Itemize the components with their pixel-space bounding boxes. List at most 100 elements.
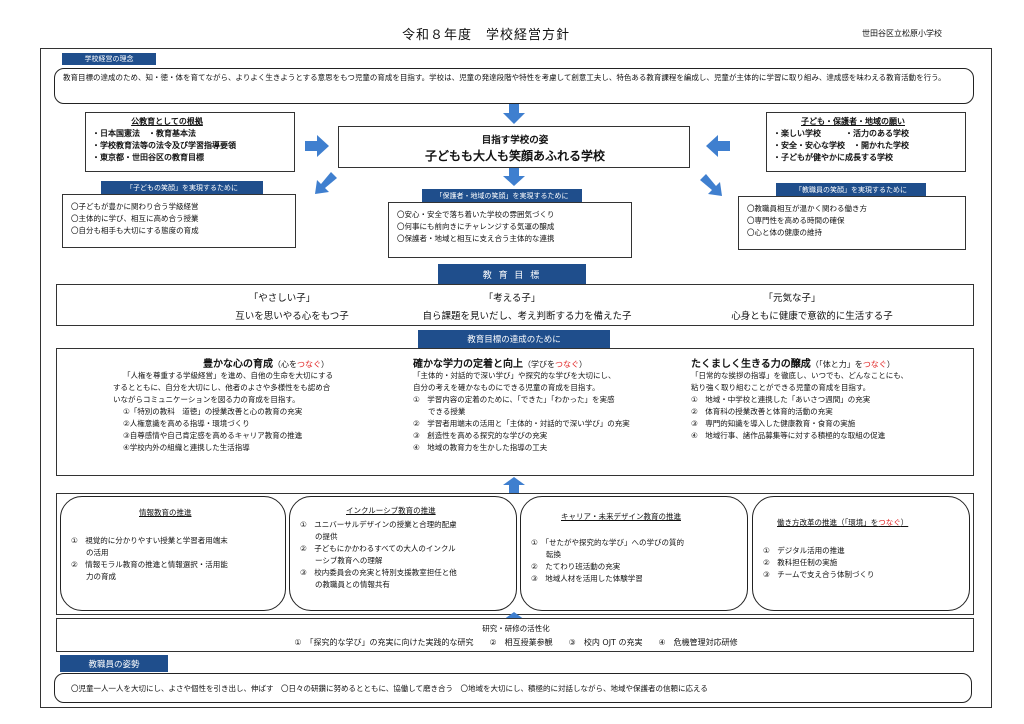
arrow-down-right-icon (700, 174, 722, 196)
basis-item: ・東京都・世田谷区の教育目標 (92, 153, 204, 162)
smile-children-item: 〇主体的に学び、相互に高め合う授業 (71, 214, 199, 223)
school-name: 世田谷区立松原小学校 (862, 29, 942, 38)
basis-item: ・学校教育法等の法令及び学習指導要領 (92, 141, 236, 150)
achieve-line: ④学校内外の組織と連携した生活指導 (123, 443, 250, 452)
achieve-line: いながらコミュニケーションを図る力の育成を目指す。 (113, 395, 300, 404)
staff-header: 教職員の姿勢 (60, 655, 168, 672)
smile-children-box: 〇子どもが豊かに関わり合う学級経営 〇主体的に学び、相互に高め合う授業 〇自分も… (62, 194, 296, 248)
smile-parents-item: 〇何事にも前向きにチャレンジする気運の醸成 (397, 222, 555, 231)
achieve-line: ④ 地域の教育力を生かした指導の工夫 (413, 443, 548, 452)
goal-desc: 心身ともに健康で意欲的に生活する子 (731, 311, 893, 322)
promo-title: 働き方改革の推進（「環境」をつなぐ） (777, 517, 908, 529)
staff-text: 〇児童一人一人を大切にし、よさや個性を引き出し、伸ばす 〇日々の研鑽に努めるとと… (71, 684, 708, 693)
achieve-line: ② 体育科の授業改善と体育的活動の充実 (691, 407, 833, 416)
arrow-down-icon (503, 168, 525, 186)
smile-staff-item: 〇専門性を高める時間の確保 (747, 216, 845, 225)
promo-item: ② たてわり班活動の充実 (531, 562, 621, 571)
achieve-col-sub: （「体と力」を (810, 360, 863, 369)
research-title: 研究・研修の活性化 (482, 624, 550, 633)
goal-name: 「やさしい子」 (248, 293, 316, 304)
achieve-line: ②人権意識を高める指導・環境づくり (123, 419, 250, 428)
connect-word: つなぐ (862, 360, 887, 369)
achieve-line: ② 学習者用端末の活用と「主体的・対話的で深い学び」の充実 (413, 419, 630, 428)
goal-name: 「考える子」 (483, 293, 541, 304)
promo-item: ーシブ教育への理解 (300, 556, 383, 565)
achieve-col-heart: 豊かな心の育成（心をつなぐ） 「人権を尊重する学級経営」を進め、自他の生命を大切… (113, 355, 413, 454)
promo-item: ① 視覚的に分かりやすい授業と学習者用端末 (71, 536, 228, 545)
goals-header: 教 育 目 標 (438, 264, 586, 284)
smile-parents-item: 〇安心・安全で落ち着いた学校の雰囲気づくり (397, 210, 555, 219)
wishes-item: ・楽しい学校 ・活力のある学校 (773, 129, 909, 138)
promo-item: の提供 (300, 532, 338, 541)
promo-title-text: 働き方改革の推進（「環境」を (777, 518, 879, 527)
basis-item: ・日本国憲法 ・教育基本法 (92, 129, 196, 138)
achieve-line: 「日常的な挨拶の指導」を徹底し、いつでも、どんなことにも、 (691, 371, 909, 380)
vision-box: 目指す学校の姿 子どもも大人も笑顔あふれる学校 (338, 126, 690, 168)
smile-parents-box: 〇安心・安全で落ち着いた学校の雰囲気づくり 〇何事にも前向きにチャレンジする気運… (388, 202, 632, 258)
promo-item: ② 教科担任制の実施 (763, 558, 838, 567)
smile-staff-item: 〇教職員相互が温かく関わる働き方 (747, 204, 867, 213)
smile-children-item: 〇子どもが豊かに関わり合う学級経営 (71, 202, 199, 211)
promo-workstyle: 働き方改革の推進（「環境」をつなぐ） ① デジタル活用の推進 ② 教科担任制の実… (752, 496, 970, 611)
vision-label: 目指す学校の姿 (481, 135, 549, 146)
outer-frame (40, 48, 992, 708)
promo-item: の教職員との情報共有 (300, 580, 390, 589)
promo-item: ③ 校内委員会の充実と特別支援教室担任と他 (300, 568, 457, 577)
smile-children-item: 〇自分も相手も大切にする態度の育成 (71, 226, 199, 235)
promo-item: ③ 地域人材を活用した体験学習 (531, 574, 643, 583)
achieve-col-sub: （学びを (523, 360, 555, 369)
promo-item: ① 「せたがや探究的な学び」への学びの質的 (531, 538, 684, 547)
achieve-line: ③ 創造性を高める探究的な学びの充実 (413, 431, 548, 440)
promo-item: 転換 (531, 550, 561, 559)
achieve-col-title: 豊かな心の育成 (203, 359, 273, 370)
promo-item: の活用 (71, 548, 109, 557)
promo-item: ② 情報モラル教育の推進と情報選択・活用能 (71, 560, 228, 569)
achieve-line: できる授業 (413, 407, 466, 416)
smile-children-header: 「子どもの笑顔」を実現するために (101, 181, 263, 194)
promo-inclusive: インクルーシブ教育の推進 ① ユニバーサルデザインの授業と合理的配慮 の提供 ②… (289, 496, 517, 611)
promo-title-text: ） (900, 518, 909, 527)
smile-staff-header: 「教職員の笑顔」を実現するために (776, 183, 926, 196)
goal-name: 「元気な子」 (763, 293, 821, 304)
achieve-line: するとともに、自分を大切にし、他者のよさや多様性をも認め合 (113, 383, 331, 392)
achieve-col-sub: ） (579, 360, 587, 369)
basis-title: 公教育としての根拠 (131, 117, 203, 126)
wishes-box: 子ども・保護者・地域の願い ・楽しい学校 ・活力のある学校 ・安全・安心な学校 … (766, 112, 966, 172)
achieve-col-sub: ） (886, 360, 895, 369)
basis-box: 公教育としての根拠 ・日本国憲法 ・教育基本法 ・学校教育法等の法令及び学習指導… (85, 112, 295, 172)
promo-item: ① デジタル活用の推進 (763, 546, 845, 555)
promo-title: 情報教育の推進 (139, 508, 192, 517)
achieve-line: ③自尊感情や自己肯定感を高めるキャリア教育の推進 (123, 431, 303, 440)
connect-word: つなぐ (555, 360, 579, 369)
achieve-col-strength: たくましく生きる力の醸成（「体と力」をつなぐ） 「日常的な挨拶の指導」を徹底し、… (691, 355, 971, 442)
arrow-right-icon (305, 135, 329, 157)
goals-box: 「やさしい子」 互いを思いやる心をもつ子 「考える子」 自ら課題を見いだし、考え… (56, 284, 974, 326)
wishes-item: ・安全・安心な学校 ・開かれた学校 (773, 141, 909, 150)
achieve-line: ①「特別の教科 道徳」の授業改善と心の教育の充実 (123, 407, 303, 416)
philosophy-text: 教育目標の達成のため、知・徳・体を育てながら、よりよく生きようとする意思をもつ児… (63, 73, 946, 82)
promo-info: 情報教育の推進 ① 視覚的に分かりやすい授業と学習者用端末 の活用 ② 情報モラ… (60, 496, 286, 611)
staff-box: 〇児童一人一人を大切にし、よさや個性を引き出し、伸ばす 〇日々の研鑽に努めるとと… (54, 673, 972, 703)
vision-text: 子どもも大人も笑顔あふれる学校 (424, 149, 605, 163)
achieve-col-sub: （心を (273, 360, 297, 369)
achieve-line: ④ 地域行事、諸作品募集等に対する積極的な取組の促進 (691, 431, 886, 440)
smile-parents-item: 〇保護者・地域と相互に支え合う主体的な連携 (397, 234, 555, 243)
promo-item: ① ユニバーサルデザインの授業と合理的配慮 (300, 520, 457, 529)
achieve-line: 「主体的・対話的で深い学び」や探究的な学びを大切にし、 (413, 371, 616, 380)
research-box: 研究・研修の活性化 ① 「探究的な学び」の充実に向けた実践的な研究 ② 相互授業… (56, 618, 974, 652)
philosophy-box: 教育目標の達成のため、知・徳・体を育てながら、よりよく生きようとする意思をもつ児… (54, 68, 974, 104)
smile-staff-box: 〇教職員相互が温かく関わる働き方 〇専門性を高める時間の確保 〇心と体の健康の維… (738, 196, 966, 250)
connect-word: つなぐ (297, 360, 321, 369)
achieve-line: 自分の考えを確かなものにできる児童の育成を目指す。 (413, 383, 600, 392)
achieve-col-title: たくましく生きる力の醸成 (691, 359, 811, 370)
promo-title: インクルーシブ教育の推進 (346, 506, 436, 515)
research-text: ① 「探究的な学び」の充実に向けた実践的な研究 ② 相互授業参観 ③ 校内 OJ… (294, 638, 738, 647)
promo-item: ③ チームで支え合う体制づくり (763, 570, 875, 579)
achieve-line: 「人権を尊重する学級経営」を進め、自他の生命を大切にする (123, 371, 334, 380)
philosophy-header: 学校経営の理念 (62, 53, 156, 65)
achieve-col-sub: ） (321, 360, 329, 369)
achieve-line: ① 地域・中学校と連携した「あいさつ週間」の充実 (691, 395, 871, 404)
wishes-title: 子ども・保護者・地域の願い (801, 117, 905, 126)
promo-title: キャリア・未来デザイン教育の推進 (561, 512, 681, 521)
promo-career: キャリア・未来デザイン教育の推進 ① 「せたがや探究的な学び」への学びの質的 転… (520, 496, 748, 611)
